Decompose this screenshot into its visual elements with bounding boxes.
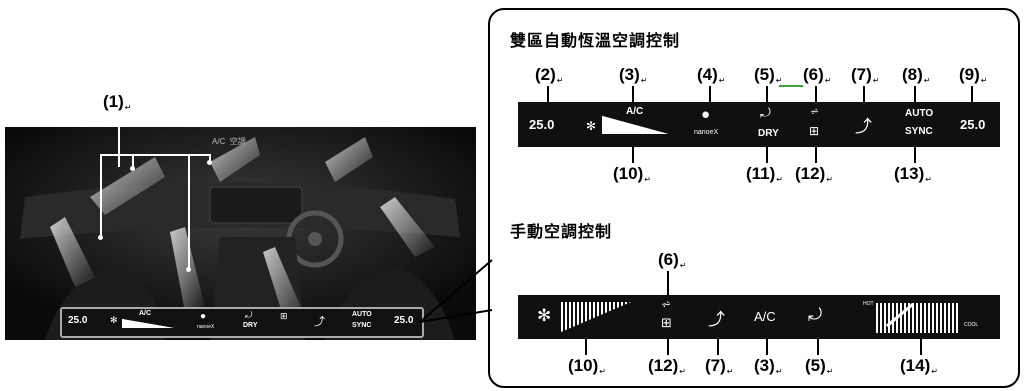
temperature-indicator — [885, 303, 914, 328]
callout-1-leader — [118, 127, 120, 167]
rear-defrost-icon[interactable]: ⊞ — [661, 315, 672, 330]
front-defrost-icon[interactable]: ⩫ — [810, 106, 820, 118]
callout-1-dot — [130, 166, 135, 171]
car-interior-screen: A/C 空調 25.0 ✻ A/C ● nanoeX ⤾ DRY ⊞ ⤴ AUT… — [5, 127, 476, 340]
label-3: (3)↵ — [619, 65, 648, 85]
label-6-manual: (6)↵ — [658, 250, 687, 270]
callout-1-bracket — [100, 154, 210, 156]
label-9: (9)↵ — [959, 65, 988, 85]
label-12-manual: (12)↵ — [648, 356, 686, 376]
screen-control-bar: 25.0 ✻ A/C ● nanoeX ⤾ DRY ⊞ ⤴ AUTO SYNC … — [60, 307, 424, 338]
callout-1-stem-c — [188, 154, 190, 269]
cool-label: COOL — [964, 322, 979, 328]
dual-zone-control-bar: 25.0 ✻ A/C ● nanoeX ⤾ DRY ⩫ ⊞ ⤴ AUTO SYN… — [518, 102, 1000, 147]
screen-ac-label[interactable]: A/C — [139, 310, 152, 317]
recirculation-icon[interactable]: ⤾ — [808, 305, 823, 324]
callout-1-stem-d — [209, 154, 211, 162]
leader-10 — [632, 147, 634, 163]
recirculation-icon[interactable]: ⤾ — [245, 310, 253, 320]
auto-label[interactable]: AUTO — [905, 108, 934, 119]
label-5: (5)↵ — [754, 65, 783, 85]
label-12: (12)↵ — [795, 164, 833, 184]
label-14-manual: (14)↵ — [900, 356, 938, 376]
nanoe-label: nanoeX — [694, 129, 719, 136]
leader-5 — [766, 86, 768, 102]
fresh-air-icon[interactable]: ⤴ — [314, 316, 325, 328]
dual-zone-title: 雙區自動恆溫空調控制 — [510, 31, 681, 50]
leader-4 — [709, 86, 711, 102]
label-8: (8)↵ — [902, 65, 931, 85]
label-10-manual: (10)↵ — [568, 356, 606, 376]
fresh-air-icon[interactable]: ⤴ — [708, 310, 725, 329]
leader-13 — [914, 147, 916, 163]
fan-icon[interactable]: ✻ — [537, 306, 552, 325]
label-2: (2)↵ — [535, 65, 564, 85]
green-mark — [779, 85, 803, 87]
ac-label[interactable]: A/C — [754, 309, 776, 324]
zoom-connector — [419, 259, 493, 323]
label-6: (6)↵ — [803, 65, 832, 85]
label-5-manual: (5)↵ — [805, 356, 834, 376]
screen-auto-label[interactable]: AUTO — [352, 311, 372, 318]
callout-1-dot — [207, 160, 212, 165]
nanoe-icon[interactable]: ● — [701, 106, 711, 123]
dry-label[interactable]: DRY — [758, 128, 779, 139]
label-3-manual: (3)↵ — [754, 356, 783, 376]
callout-1-stem-b — [132, 154, 134, 168]
screen-sync-label[interactable]: SYNC — [352, 322, 372, 329]
front-defrost-icon[interactable]: ⩫ — [661, 297, 672, 311]
rear-defrost-icon[interactable]: ⊞ — [809, 124, 820, 138]
fresh-air-icon[interactable]: ⤴ — [855, 117, 872, 136]
sync-label[interactable]: SYNC — [905, 126, 933, 137]
leader-12 — [815, 147, 817, 163]
manual-control-bar: ✻ ⩫ ⊞ ⤴ A/C ⤾ HOT COOL — [518, 295, 1000, 339]
label-10: (10)↵ — [613, 164, 651, 184]
screen-fan-level-bar[interactable] — [122, 319, 174, 328]
temp-left[interactable]: 25.0 — [529, 117, 555, 132]
temp-right[interactable]: 25.0 — [960, 117, 986, 132]
fan-icon[interactable]: ✻ — [586, 119, 597, 133]
leader-8 — [914, 86, 916, 102]
leader-9 — [971, 86, 973, 102]
leader-3 — [632, 86, 634, 102]
ac-label[interactable]: A/C — [626, 106, 644, 117]
leader-12-manual — [667, 339, 669, 355]
label-4: (4)↵ — [697, 65, 726, 85]
callout-1-label: (1)↵ — [103, 92, 132, 112]
hot-label: HOT — [863, 301, 874, 307]
controls-callout-box — [488, 8, 1020, 388]
leader-11 — [766, 147, 768, 163]
car-interior-illustration — [5, 127, 476, 340]
screen-header: A/C 空調 — [212, 137, 246, 146]
callout-1-dot — [98, 235, 103, 240]
label-13: (13)↵ — [894, 164, 932, 184]
screen-temp-left[interactable]: 25.0 — [68, 315, 88, 326]
leader-6-manual — [667, 271, 669, 295]
leader-7-manual — [717, 339, 719, 355]
callout-1-dot — [186, 267, 191, 272]
leader-5-manual — [817, 339, 819, 355]
label-7: (7)↵ — [851, 65, 880, 85]
leader-3-manual — [766, 339, 768, 355]
recirculation-icon[interactable]: ⤾ — [760, 105, 771, 120]
leader-6 — [815, 86, 817, 102]
label-7-manual: (7)↵ — [705, 356, 734, 376]
screen-temp-right[interactable]: 25.0 — [394, 315, 414, 326]
leader-2 — [547, 86, 549, 102]
manual-title: 手動空調控制 — [510, 222, 613, 241]
screen-dry-label[interactable]: DRY — [243, 322, 258, 329]
rear-defrost-icon[interactable]: ⊞ — [280, 311, 288, 321]
nanoe-icon[interactable]: ● — [200, 311, 207, 322]
fan-level-bar[interactable] — [561, 302, 631, 332]
fan-icon[interactable]: ✻ — [110, 315, 118, 325]
screen-nanoe-label: nanoeX — [197, 324, 215, 330]
label-11: (11)↵ — [746, 164, 783, 184]
leader-7 — [863, 86, 865, 102]
fan-level-bar[interactable] — [602, 116, 668, 134]
leader-14-manual — [920, 339, 922, 355]
callout-1-stem-a — [100, 154, 102, 237]
leader-10-manual — [585, 339, 587, 355]
temperature-dial[interactable] — [876, 303, 959, 333]
